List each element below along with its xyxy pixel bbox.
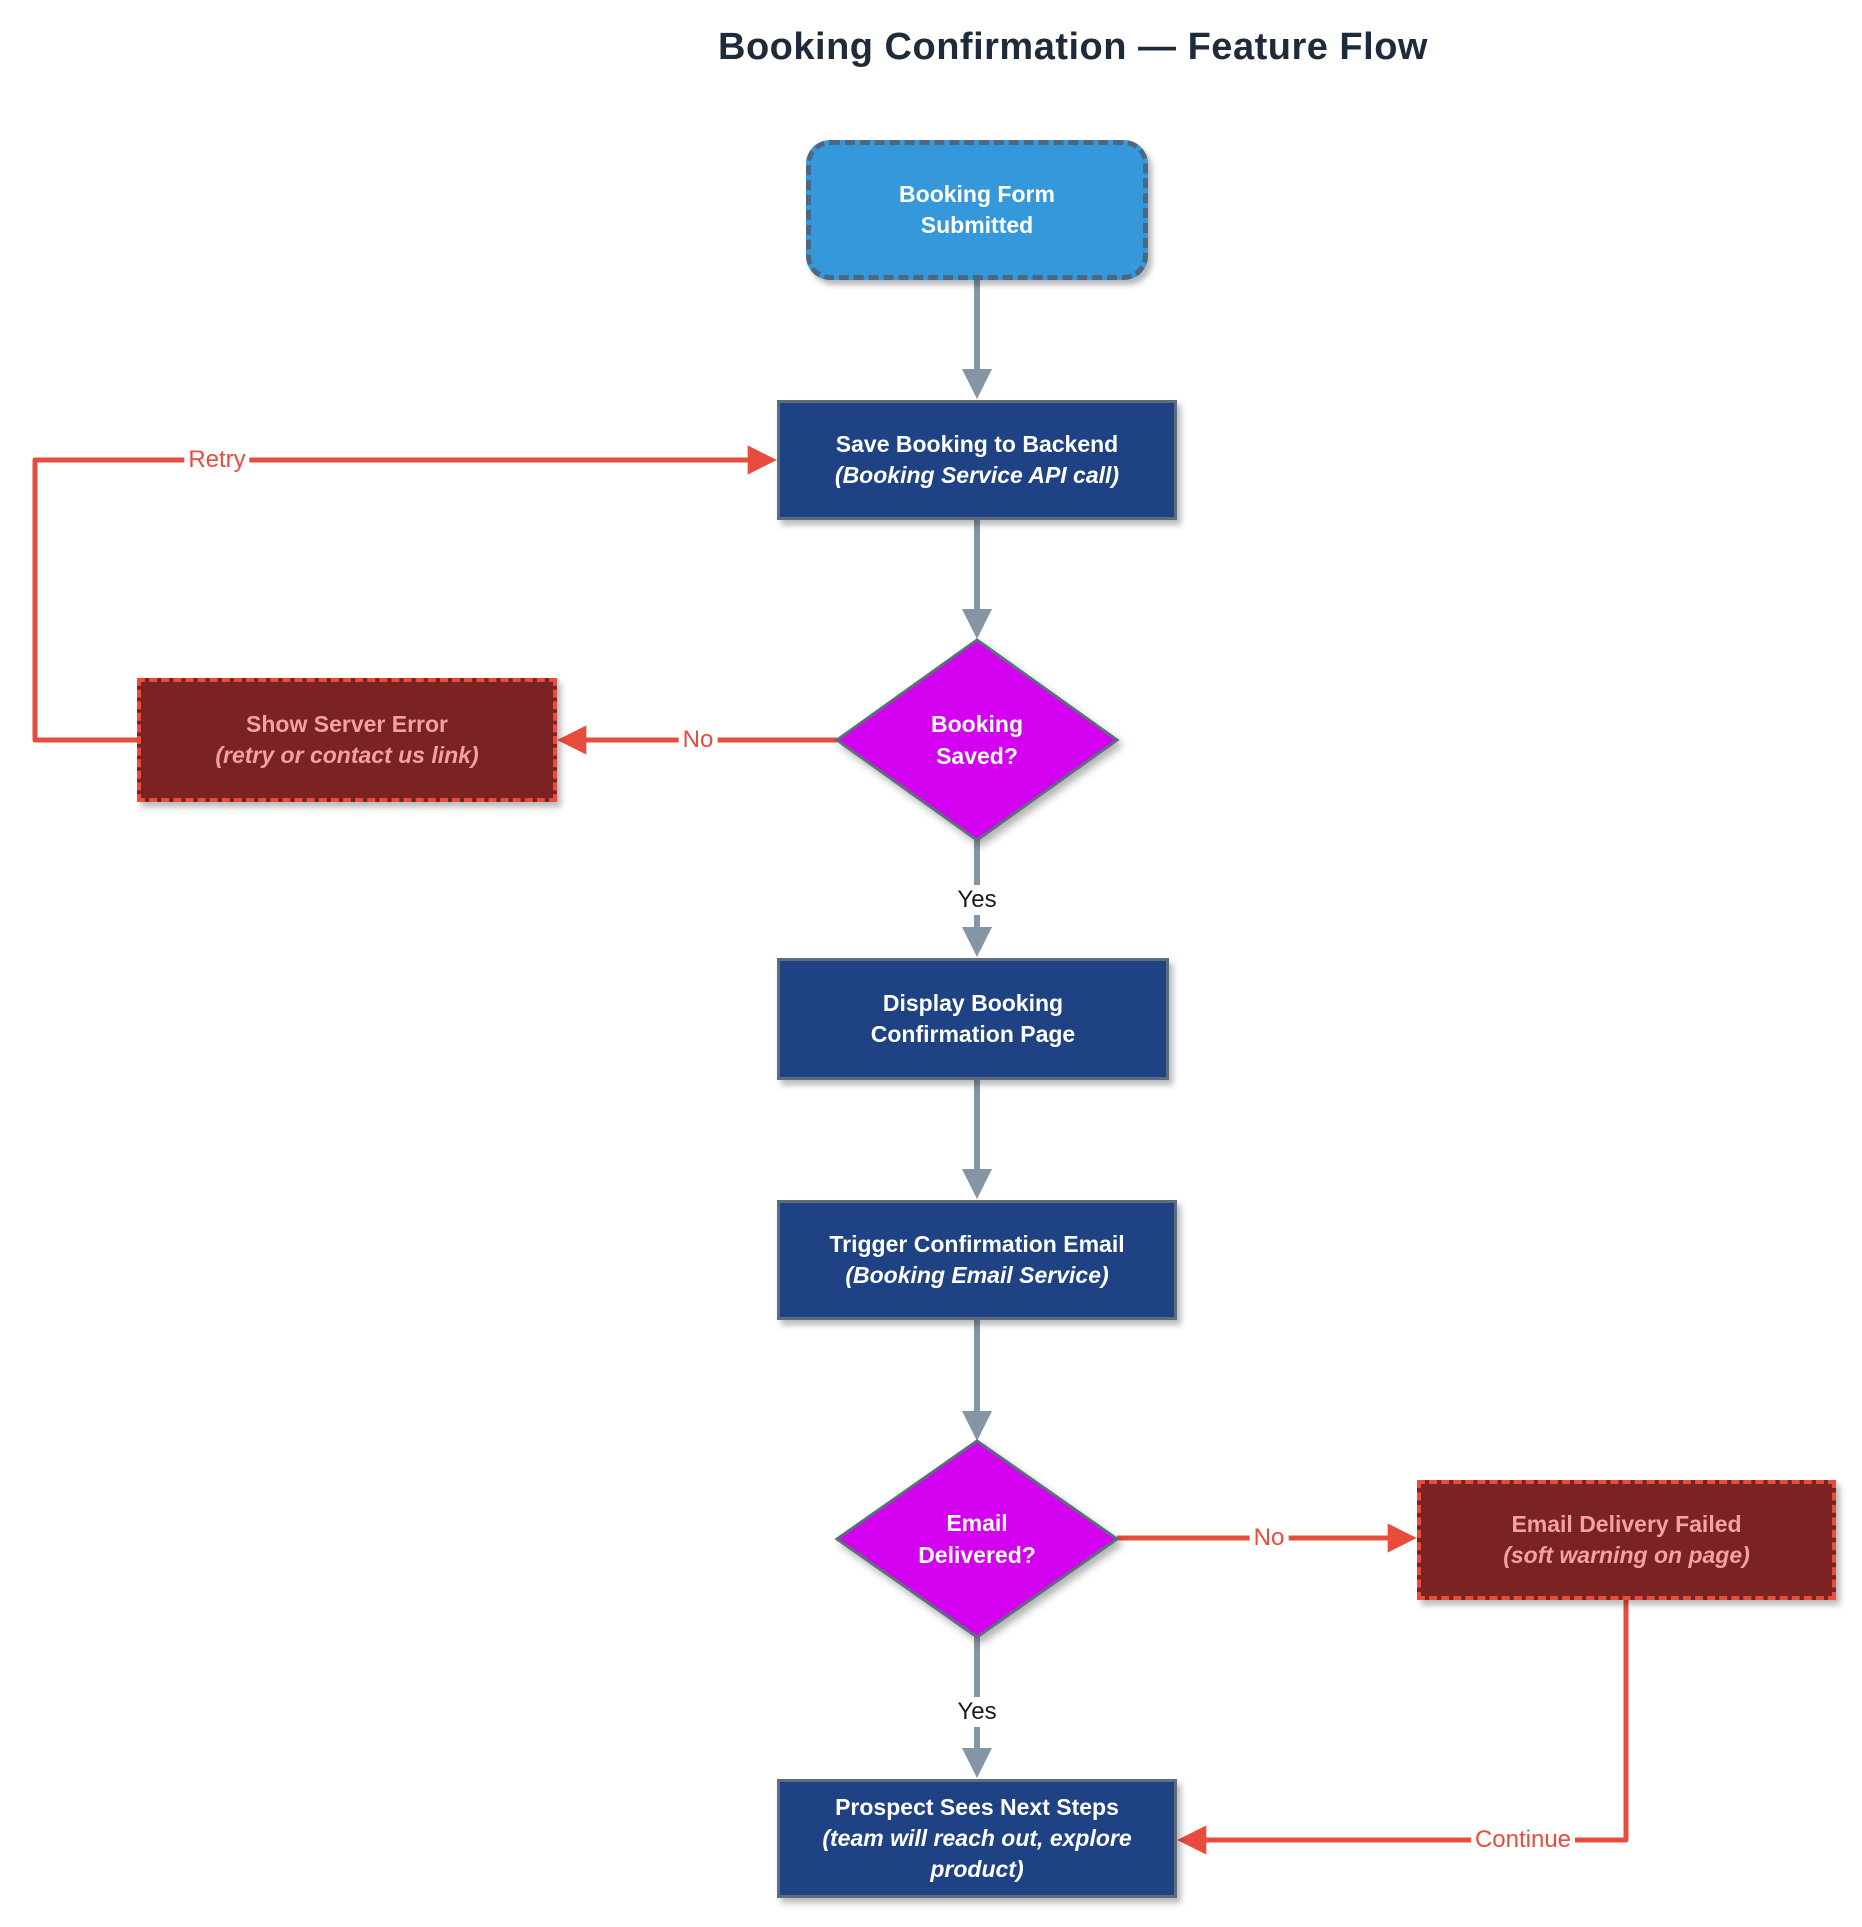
node-save-booking: Save Booking to Backend (Booking Service… [777,400,1177,520]
edge-label-retry: Retry [184,445,250,475]
decision-label-email-delivered: Email Delivered? [918,1510,1036,1568]
node-booking-form-submitted: Booking Form Submitted [806,140,1148,280]
node-label-line1: Trigger Confirmation Email [829,1231,1125,1257]
node-label-line2: (soft warning on page) [1503,1542,1750,1568]
edge-continue-to-next-steps [1177,1600,1629,1855]
edge-label-no-delivered: No [1249,1523,1289,1553]
node-label-line2: (Booking Service API call) [834,462,1120,488]
node-label-line2: (team will reach out, explore product) [822,1825,1132,1882]
node-show-server-error: Show Server Error (retry or contact us l… [137,678,557,802]
decision-label-booking-saved: Booking Saved? [931,711,1023,769]
node-booking-saved-decision [834,638,1120,842]
node-trigger-email: Trigger Confirmation Email (Booking Emai… [777,1200,1177,1320]
node-label: Booking Form Submitted [899,181,1055,238]
node-label: Display Booking Confirmation Page [870,990,1076,1047]
node-label-line1: Email Delivery Failed [1511,1511,1742,1537]
edge-label-no-saved: No [678,725,718,755]
node-next-steps: Prospect Sees Next Steps (team will reac… [777,1779,1177,1898]
edge-label-continue: Continue [1470,1825,1576,1855]
diagram-title: Booking Confirmation — Feature Flow [718,26,1428,68]
node-email-delivery-failed: Email Delivery Failed (soft warning on p… [1417,1480,1836,1600]
node-label-line1: Show Server Error [246,711,448,737]
edge-label-yes-saved: Yes [953,885,1001,915]
node-label-line1: Prospect Sees Next Steps [835,1794,1119,1820]
node-email-delivered-decision [834,1439,1120,1639]
node-display-confirmation: Display Booking Confirmation Page [777,958,1169,1080]
edge-label-yes-delivered: Yes [953,1697,1001,1727]
node-label-line2: (retry or contact us link) [215,742,479,768]
node-label-line1: Save Booking to Backend [835,431,1119,457]
edge-retry-loop [32,445,777,743]
node-label-line2: (Booking Email Service) [845,1262,1109,1288]
